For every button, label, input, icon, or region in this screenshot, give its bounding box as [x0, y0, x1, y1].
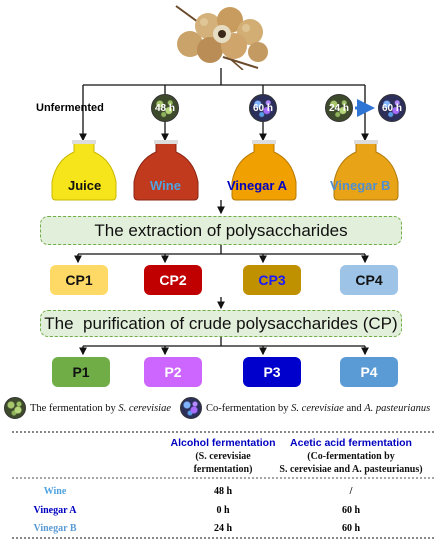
timer-label: 24 h — [328, 102, 349, 114]
table-row-vinegar-b-name: Vinegar B — [33, 523, 77, 534]
table-row-vinegar-a-name: Vinegar A — [33, 505, 77, 516]
extraction-process-box: The extraction of polysaccharides — [40, 216, 402, 245]
p3-box: P3 — [243, 357, 301, 387]
bottle-label-juice: Juice — [68, 178, 102, 193]
table-row-vinegar-a-alcohol: 0 h — [216, 505, 230, 516]
table-row-wine-acetic: / — [349, 486, 353, 497]
cp3-label: CP3 — [258, 272, 286, 288]
legend-species: A. pasteurianus — [364, 403, 431, 414]
legend-species: S. cerevisiae — [291, 403, 344, 414]
legend-text-part: Co-fermentation by — [206, 403, 292, 414]
legend-text-part: and — [343, 403, 365, 414]
alcohol-fermentation-sub2: fermentation) — [193, 464, 253, 475]
juice-bottle-icon — [51, 140, 117, 201]
yeast-legend-text: The fermentation by S. cerevisiae — [30, 403, 171, 414]
p4-label: P4 — [360, 364, 378, 380]
p3-label: P3 — [263, 364, 281, 380]
cp2-label: CP2 — [159, 272, 187, 288]
yeast-timer-wine: 48 h — [151, 94, 179, 122]
p1-box: P1 — [52, 357, 110, 387]
purification-process-box: The purification of crude polysaccharide… — [40, 310, 402, 337]
table-row-vinegar-b-alcohol: 24 h — [213, 523, 233, 534]
cofer-legend-text: Co-fermentation by S. cerevisiae and A. … — [206, 403, 430, 414]
table-row-vinegar-b-acetic: 60 h — [341, 523, 361, 534]
table-row-wine-name: Wine — [43, 486, 67, 497]
p2-label: P2 — [164, 364, 182, 380]
p4-box: P4 — [340, 357, 398, 387]
p2-box: P2 — [144, 357, 202, 387]
extraction-process-label: The extraction of polysaccharides — [94, 220, 348, 240]
p1-label: P1 — [72, 364, 90, 380]
timer-label: 60 h — [381, 102, 402, 114]
cp1-label: CP1 — [65, 272, 93, 288]
alcohol-fermentation-sub1: (S. cerevisiae — [195, 451, 251, 462]
vinegar-a-bottle-icon — [231, 140, 297, 201]
yeast-timer-vinegar-b: 24 h — [325, 94, 353, 122]
acetic-fermentation-header: Acetic acid fermentation — [290, 437, 412, 449]
cp2-box: CP2 — [144, 265, 202, 295]
cp1-box: CP1 — [50, 265, 108, 295]
acetic-fermentation-sub2: S. cerevisiae and A. pasteurianus) — [279, 464, 423, 475]
bottle-label-vinegar-a: Vinegar A — [227, 178, 287, 193]
alcohol-fermentation-header: Alcohol fermentation — [170, 437, 276, 449]
yeast-legend-icon — [4, 397, 26, 419]
cp4-box: CP4 — [340, 265, 398, 295]
purification-process-label: The purification of crude polysaccharide… — [44, 313, 398, 333]
acetic-fermentation-sub1: (Co-fermentation by — [307, 451, 395, 462]
cofer-timer-vinegar-a: 60 h — [249, 94, 277, 122]
cp4-label: CP4 — [355, 272, 383, 288]
cofer-timer-vinegar-b: 60 h — [378, 94, 406, 122]
table-row-vinegar-a-acetic: 60 h — [341, 505, 361, 516]
bottle-label-vinegar-b: Vinegar B — [330, 178, 391, 193]
timer-label: 60 h — [252, 102, 273, 114]
longan-fruit-image — [175, 5, 268, 70]
table-row-wine-alcohol: 48 h — [213, 486, 233, 497]
legend-species: S. cerevisiae — [118, 403, 172, 414]
cofer-legend-icon — [180, 397, 202, 419]
bottle-label-wine: Wine — [150, 178, 181, 193]
wine-bottle-icon — [133, 140, 199, 201]
timer-label: 48 h — [154, 102, 175, 114]
legend-text-part: The fermentation by — [30, 403, 119, 414]
cp3-box: CP3 — [243, 265, 301, 295]
unfermented-label: Unfermented — [36, 102, 104, 114]
vinegar-b-bottle-icon — [333, 140, 399, 201]
